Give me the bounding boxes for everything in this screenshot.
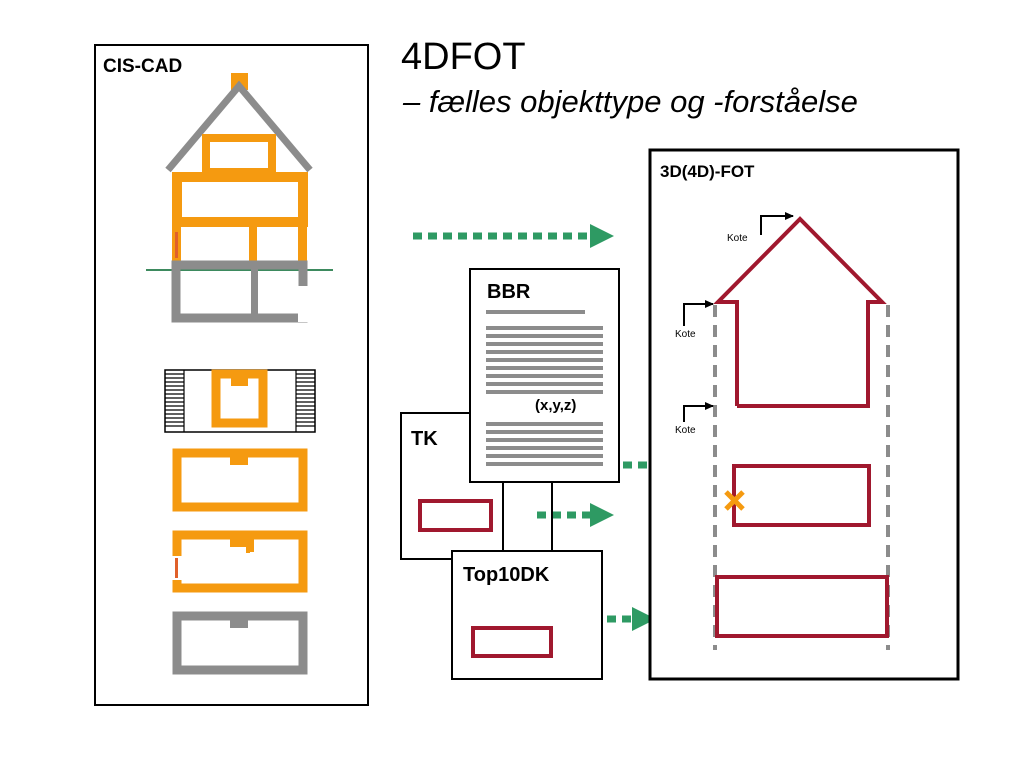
fot3d-building-outline xyxy=(713,216,887,408)
tk-label: TK xyxy=(411,428,438,450)
bbr-coordinates: (x,y,z) xyxy=(535,397,576,414)
tk-building-footprint xyxy=(418,499,493,532)
fot3d-ground-volume xyxy=(715,575,889,638)
kote-indicator-eave: Kote xyxy=(675,300,714,340)
ground-floor-plan-chimney xyxy=(230,531,248,547)
tk-panel: TK xyxy=(400,412,504,560)
ground-floor-plan xyxy=(172,530,308,593)
basement-inner-wall xyxy=(251,265,258,322)
upper-floor-plan-chimney xyxy=(230,449,248,465)
fot3d-panel: 3D(4D)-FOT Kote Kote Kote xyxy=(648,148,960,681)
ground-floor-door-gap xyxy=(250,552,260,578)
bbr-text-lines xyxy=(486,310,603,466)
kote-label: Kote xyxy=(675,425,696,436)
fot3d-label: 3D(4D)-FOT xyxy=(660,162,755,181)
upper-floor-plan xyxy=(172,448,308,512)
arrow-icon xyxy=(577,607,656,631)
roof xyxy=(165,80,313,173)
attic-plan-chimney xyxy=(231,370,248,386)
basement-plan-chimney xyxy=(230,612,248,628)
house-section-drawing xyxy=(146,73,333,323)
kote-label: Kote xyxy=(727,233,748,244)
arrow-icon xyxy=(413,224,614,248)
bbr-panel: BBR (x,y,z) xyxy=(469,268,620,483)
right-wall xyxy=(298,172,307,265)
page-title: 4DFOT xyxy=(401,36,526,78)
cross-marker-icon xyxy=(724,490,745,511)
page-subtitle: – fælles objekttype og -forståelse xyxy=(403,84,858,119)
inner-wall xyxy=(249,222,257,265)
basement-plan xyxy=(172,611,308,675)
top10dk-label: Top10DK xyxy=(463,564,550,586)
bbr-label: BBR xyxy=(487,281,531,303)
left-hatching xyxy=(165,370,185,432)
basement-opening xyxy=(298,286,308,322)
cis-cad-label: CIS-CAD xyxy=(103,56,182,77)
kote-indicator-floor: Kote xyxy=(675,402,714,436)
kote-indicator-roof: Kote xyxy=(727,212,794,244)
ground-floor-left-mark xyxy=(175,558,178,578)
kote-label: Kote xyxy=(675,329,696,340)
cis-cad-panel: CIS-CAD xyxy=(94,44,369,706)
left-opening-mark xyxy=(175,232,178,258)
fot3d-middle-volume xyxy=(732,464,871,527)
left-wall xyxy=(172,172,181,265)
right-hatching xyxy=(295,370,315,432)
arrow-icon xyxy=(537,503,614,527)
top10dk-panel: Top10DK xyxy=(451,550,603,680)
top10dk-building-footprint xyxy=(471,626,553,658)
attic-plan xyxy=(164,369,316,433)
ground-floor-inner-wall xyxy=(246,531,254,553)
